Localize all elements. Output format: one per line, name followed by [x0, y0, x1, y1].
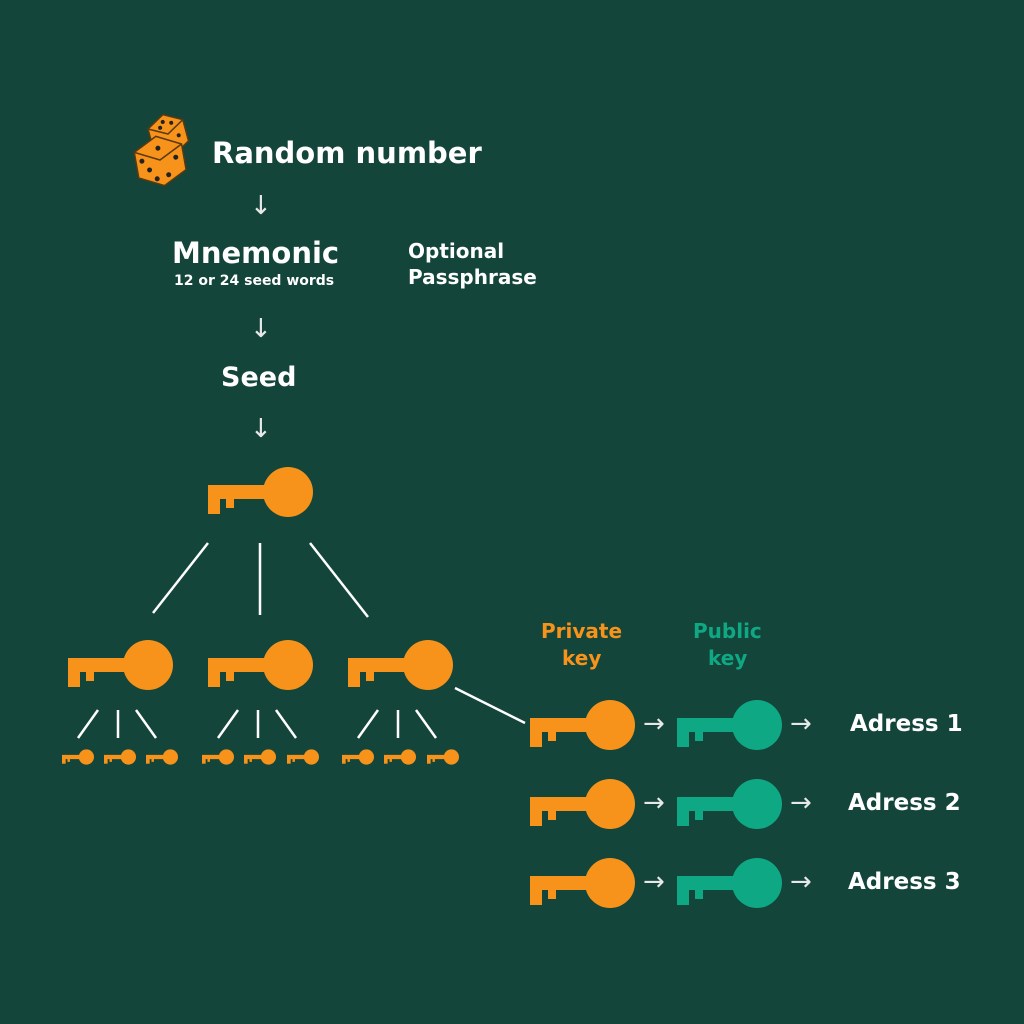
- private-key-icon: [530, 700, 635, 750]
- arrow-down-icon: ↓: [250, 191, 272, 221]
- private-key-label-line1: Private: [541, 619, 623, 643]
- public-key-label-line2: key: [708, 646, 748, 670]
- seed-label: Seed: [221, 362, 297, 393]
- dice-icon: [133, 113, 190, 187]
- public-key-icon: [677, 700, 782, 750]
- child-key-icon: [68, 640, 173, 690]
- address-3-label: Adress 3: [848, 869, 961, 895]
- private-key-icon: [530, 858, 635, 908]
- public-key-label-line1: Public: [693, 619, 762, 643]
- child-key-icon: [348, 640, 453, 690]
- random-number-label: Random number: [212, 136, 482, 170]
- arrow-right-icon: →: [790, 788, 812, 818]
- child-key-icon: [208, 640, 313, 690]
- passphrase-line2: Passphrase: [408, 265, 537, 289]
- tree-lines: [76, 542, 526, 739]
- arrow-right-icon: →: [643, 709, 665, 739]
- passphrase-line1: Optional: [408, 239, 505, 263]
- arrow-right-icon: →: [790, 709, 812, 739]
- arrow-down-icon: ↓: [250, 414, 272, 444]
- address-2-label: Adress 2: [848, 790, 961, 816]
- grandchild-keys: [62, 749, 459, 765]
- public-key-icon: [677, 779, 782, 829]
- mnemonic-subtitle: 12 or 24 seed words: [174, 273, 335, 289]
- arrow-right-icon: →: [790, 867, 812, 897]
- master-key-icon: [208, 467, 313, 517]
- arrow-right-icon: →: [643, 788, 665, 818]
- private-key-label-line2: key: [562, 646, 602, 670]
- arrow-down-icon: ↓: [250, 314, 272, 344]
- mnemonic-label: Mnemonic: [172, 236, 340, 270]
- address-1-label: Adress 1: [850, 711, 963, 737]
- public-key-icon: [677, 858, 782, 908]
- arrow-right-icon: →: [643, 867, 665, 897]
- private-key-icon: [530, 779, 635, 829]
